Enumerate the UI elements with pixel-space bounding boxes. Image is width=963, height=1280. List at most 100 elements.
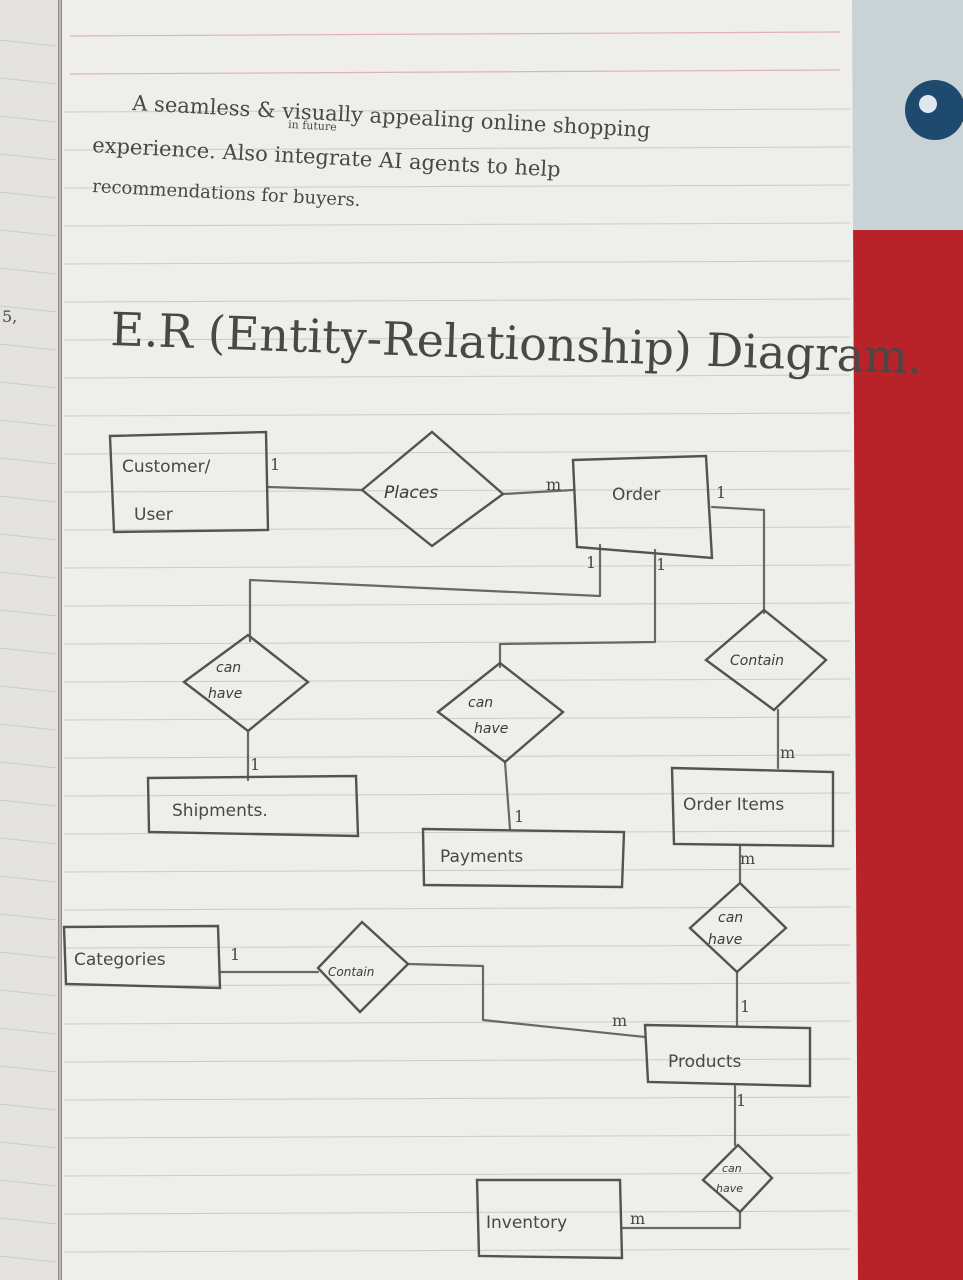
relationship-places-label: Places [384,483,438,503]
line-order-payments [498,548,657,669]
entity-order: Order [571,454,714,560]
left-page-ruled-line [0,837,57,845]
entity-order-items: Order Items [670,766,835,848]
ruled-line [63,260,851,265]
ruled-line [63,146,851,151]
entity-payments-label: Payments [440,847,523,867]
left-page-ruled-line [0,229,57,237]
entity-customer-line1: Customer/ [122,457,211,477]
left-page-ruled-line [0,39,57,47]
left-page-ruled-line [0,419,57,427]
relationship-inventory-line2: have [716,1182,743,1195]
entity-payments: Payments [421,827,626,889]
line-contain-products [406,962,647,1039]
relationship-payments-line1: can [468,695,493,711]
left-page-ruled-line [0,1255,57,1263]
line-order-shipments [248,543,602,643]
relationship-payments-line2: have [474,721,508,737]
card-products-top: 1 [740,997,750,1016]
line-order-contain [710,505,766,615]
left-page-ruled-line [0,1027,57,1035]
entity-categories: Categories [62,924,222,990]
ruled-line [63,1058,851,1063]
left-page-ruled-line [0,989,57,997]
entity-shipments: Shipments. [146,774,360,838]
left-page-ruled-line [0,647,57,655]
left-page-ruled-line [0,609,57,617]
entity-customer: Customer/ User [108,430,270,534]
relationship-inventory: can have [701,1143,774,1214]
line-customer-places [266,485,364,492]
ruled-line [63,754,851,759]
entity-customer-line2: User [134,505,173,525]
line-rel-inventory [620,1210,742,1230]
card-order-ship: 1 [586,553,596,572]
left-page [0,0,58,1280]
relationship-shipments-line1: can [216,660,241,676]
note-insert: in future [288,118,337,134]
relationship-shipments-line2: have [208,686,242,702]
left-page-ruled-line [0,267,57,275]
card-inventory: m [630,1209,645,1228]
ruled-line [63,336,851,341]
ruled-line [63,1020,851,1025]
left-page-ruled-line [0,381,57,389]
ruled-line [63,374,851,379]
ruled-line [63,1134,851,1139]
relationship-items-products-line1: can [718,910,743,926]
relationship-payments: can have [436,661,565,764]
card-order-pay: 1 [656,555,666,574]
left-page-ruled-line [0,77,57,85]
card-products-bottom: 1 [736,1091,746,1110]
card-payments: 1 [514,807,524,826]
entity-inventory: Inventory [475,1178,624,1260]
left-page-ruled-line [0,457,57,465]
right-page [62,0,858,1280]
ruled-line [63,1248,851,1253]
relationship-contain-items-label: Contain [730,653,784,669]
left-page-ruled-line [0,723,57,731]
ruled-line [63,868,851,873]
ruled-line [63,640,851,645]
entity-products: Products [643,1023,812,1088]
card-order-items-bottom: m [740,849,755,868]
ruled-line [63,564,851,569]
relationship-shipments: can have [181,633,310,733]
ruled-line [63,222,851,227]
card-shipments: 1 [250,755,260,774]
line-places-order [501,488,575,496]
relationship-contain-items: Contain [704,608,828,712]
ruled-line [63,412,851,417]
relationship-items-products: can have [688,881,788,974]
left-page-ruled-line [0,913,57,921]
card-order-items-top: m [780,743,795,762]
relationship-contain-categories: Contain [316,920,410,1014]
ruled-line [63,298,851,303]
ruled-line [63,792,851,797]
left-page-ruled-line [0,115,57,123]
left-page-ruled-line [0,153,57,161]
entity-categories-label: Categories [74,950,166,970]
left-page-ruled-line [0,1179,57,1187]
card-customer-places: 1 [270,455,280,474]
left-page-ruled-line [0,951,57,959]
margin-mark: 5, [2,307,17,326]
left-page-ruled-line [0,495,57,503]
card-places-order: m [546,475,561,494]
ruled-line [63,944,851,949]
ruled-line [63,716,851,721]
ruled-line [63,602,851,607]
left-page-ruled-line [0,1141,57,1149]
entity-inventory-label: Inventory [486,1213,567,1233]
entity-order-items-label: Order Items [683,795,784,815]
relationship-items-products-line2: have [708,932,742,948]
ruled-line [63,488,851,493]
left-page-ruled-line [0,799,57,807]
margin-line [69,31,841,37]
relationship-places: Places [360,430,505,548]
relationship-inventory-line1: can [722,1162,742,1175]
ruled-line [63,906,851,911]
cardinality-labels: 1 m 1 1 1 1 1 m m 1 1 m 1 m [230,455,795,1228]
